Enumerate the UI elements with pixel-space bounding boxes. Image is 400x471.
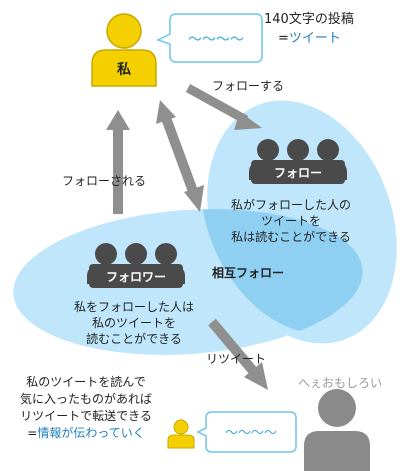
retweet-note-line-1: 私のツイートを読んで: [26, 375, 146, 389]
follower-group-label: フォロワー: [106, 270, 166, 284]
small-me-person-icon: [167, 419, 195, 449]
follower-group-desc-3: 読むことができる: [86, 332, 182, 346]
tweet-equals-text: ツイート: [288, 31, 341, 46]
tweet-bubble-wave: ～～～～: [188, 32, 244, 48]
reader-comment: へぇおもしろい: [298, 376, 383, 390]
follow-arrow: [185, 84, 262, 130]
retweet-note-line-3: リツイートで転送できる: [20, 409, 152, 423]
mutual-double-arrow: [156, 100, 204, 212]
retweet-bubble-wave: ～～～～: [225, 426, 277, 441]
follow-arrow-label: フォローする: [212, 79, 285, 93]
follow-group-label: フォロー: [274, 166, 322, 180]
follow-group-desc-1: 私がフォローした人の: [230, 198, 351, 212]
follow-group-desc-2: ツイートを: [260, 214, 321, 228]
reader-person-icon: [304, 389, 370, 471]
me-person-icon: [91, 13, 157, 87]
retweet-note-line-4: =情報が伝わっていく: [4, 426, 168, 440]
me-label: 私: [117, 61, 131, 78]
tweet-title: 140文字の投稿: [264, 12, 354, 27]
mutual-follow-label: 相互フォロー: [212, 266, 285, 280]
follow-group-desc-3: 私は読むことができる: [231, 230, 351, 244]
tweet-bubble: [156, 13, 263, 63]
tweet-equals: =ツイート: [278, 31, 341, 47]
retweet-note-line-2: 気に入ったものがあれば: [19, 392, 152, 406]
follower-group-icon: [87, 243, 185, 288]
followed-arrow-label: フォローされる: [62, 174, 147, 188]
retweet-note-last-prefix: =: [27, 426, 38, 440]
follower-group-desc-1: 私をフォローした人は: [73, 300, 194, 314]
tweet-equals-prefix: =: [278, 31, 289, 46]
retweet-arrow: [208, 318, 268, 390]
follow-group-icon: [249, 139, 347, 184]
retweet-note-last-text: 情報が伝わっていく: [37, 426, 145, 440]
followed-arrow: [106, 110, 130, 214]
follower-group-desc-2: 私のツイートを: [91, 316, 176, 330]
retweet-bubble: [196, 411, 297, 453]
retweet-arrow-label: リツイート: [206, 352, 267, 366]
